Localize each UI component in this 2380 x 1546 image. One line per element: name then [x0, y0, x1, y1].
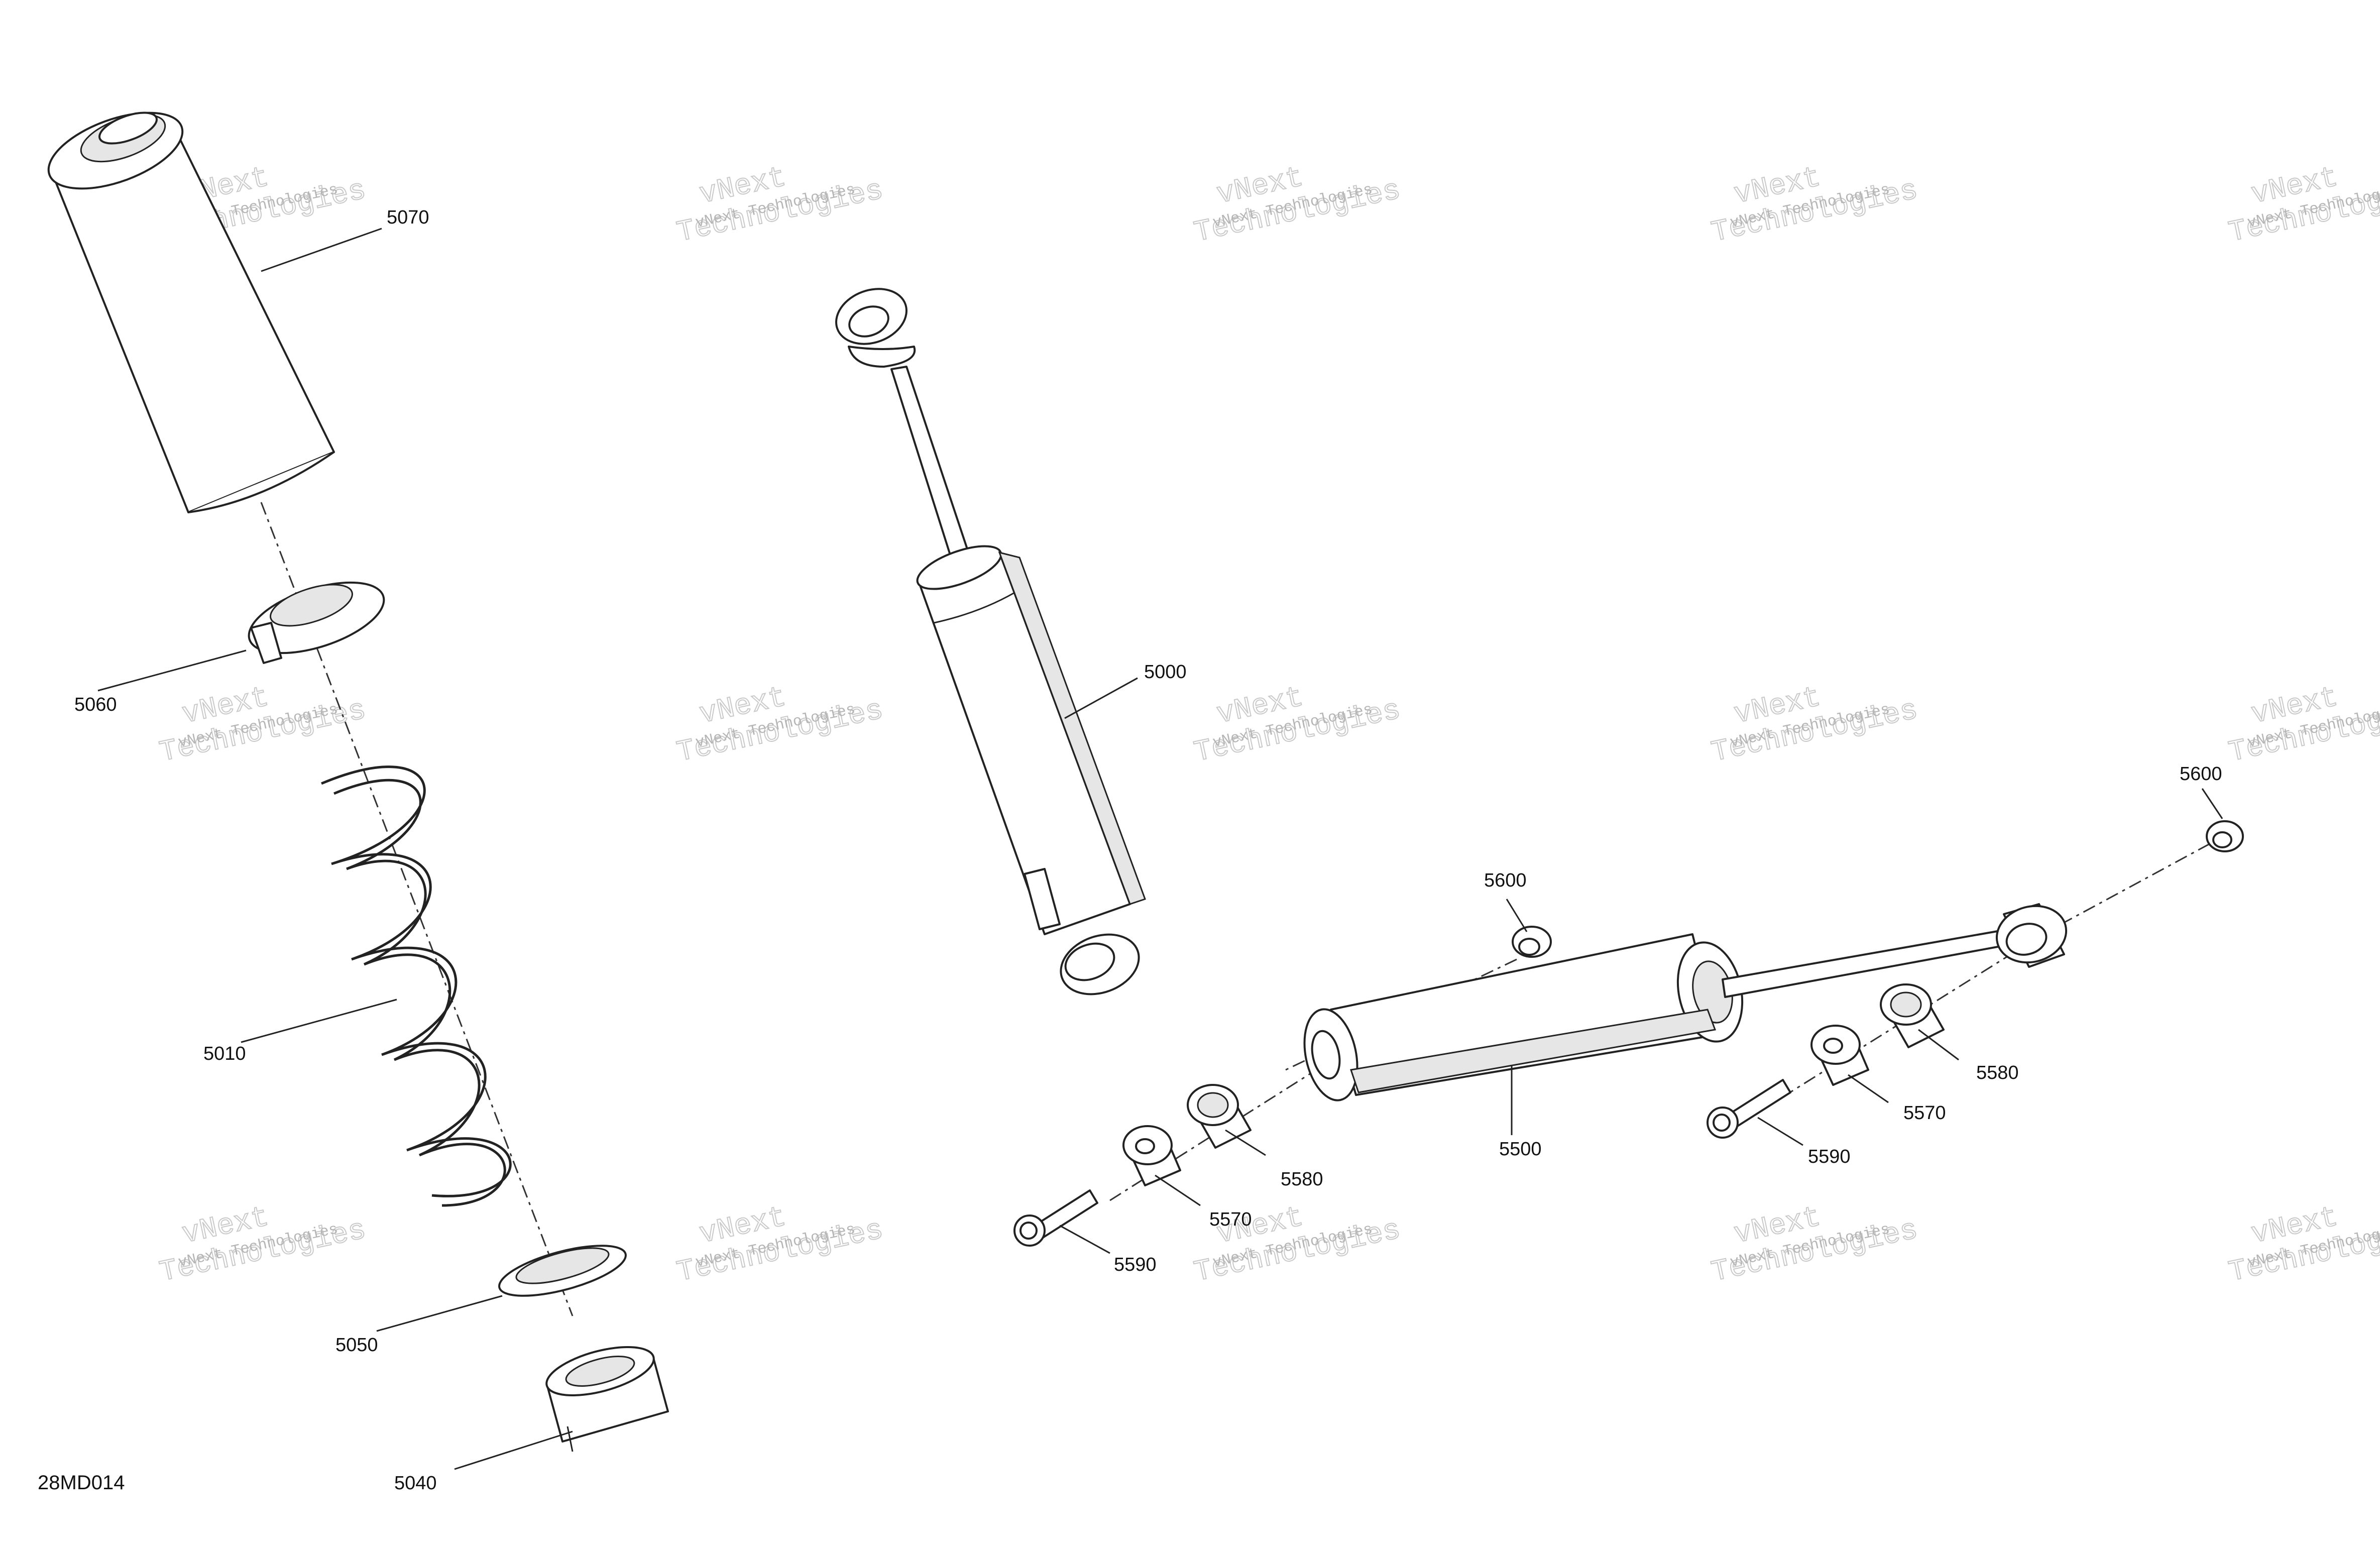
callout-5570-right[interactable]: 5570: [1903, 1102, 1946, 1124]
callout-5010[interactable]: 5010: [203, 1043, 246, 1064]
part-5500-damper[interactable]: [1297, 899, 2073, 1106]
callout-5580-left[interactable]: 5580: [1281, 1169, 1323, 1190]
drawing-id: 28MD014: [38, 1472, 125, 1494]
callout-5590-right[interactable]: 5590: [1808, 1146, 1851, 1167]
part-5570-right-spacer[interactable]: [1810, 1025, 1869, 1086]
callout-5590-left[interactable]: 5590: [1114, 1254, 1157, 1275]
part-5000-shock[interactable]: [829, 280, 1148, 1005]
callout-5060[interactable]: 5060: [74, 694, 117, 715]
assembly-axis: [260, 502, 574, 1316]
part-5600-right-cap[interactable]: [2206, 820, 2244, 852]
part-5580-left-sleeve[interactable]: [1187, 1084, 1252, 1149]
part-5050-seat[interactable]: [495, 1236, 631, 1306]
part-5590-left-bolt[interactable]: [1013, 1189, 1098, 1247]
callout-5000[interactable]: 5000: [1144, 661, 1187, 683]
callout-5040[interactable]: 5040: [394, 1473, 437, 1494]
steering-damper-assembly: [1013, 820, 2244, 1247]
spring-shock-assembly: [39, 97, 669, 1452]
part-5590-right-bolt[interactable]: [1707, 1079, 1791, 1139]
part-5580-right-sleeve[interactable]: [1880, 983, 1945, 1048]
callout-5500[interactable]: 5500: [1499, 1139, 1542, 1160]
callout-5600-right[interactable]: 5600: [2180, 763, 2222, 785]
part-5570-left-spacer[interactable]: [1122, 1125, 1181, 1186]
part-5600-left-cap[interactable]: [1512, 926, 1552, 958]
part-5060-retainer[interactable]: [241, 569, 392, 668]
part-5010-spring[interactable]: [321, 765, 512, 1207]
callout-5050[interactable]: 5050: [335, 1335, 378, 1356]
callout-5070[interactable]: 5070: [387, 207, 429, 228]
part-5070-cover[interactable]: [39, 97, 335, 513]
callout-5600-left[interactable]: 5600: [1484, 870, 1527, 891]
callout-labels: 5070 5060 5010 5050 5040 5000 5600 5600 …: [74, 207, 2222, 1494]
leader-lines: [97, 228, 2223, 1470]
part-5040-nut[interactable]: [541, 1338, 669, 1452]
callout-5570-left[interactable]: 5570: [1209, 1209, 1252, 1230]
callout-5580-right[interactable]: 5580: [1976, 1062, 2019, 1083]
